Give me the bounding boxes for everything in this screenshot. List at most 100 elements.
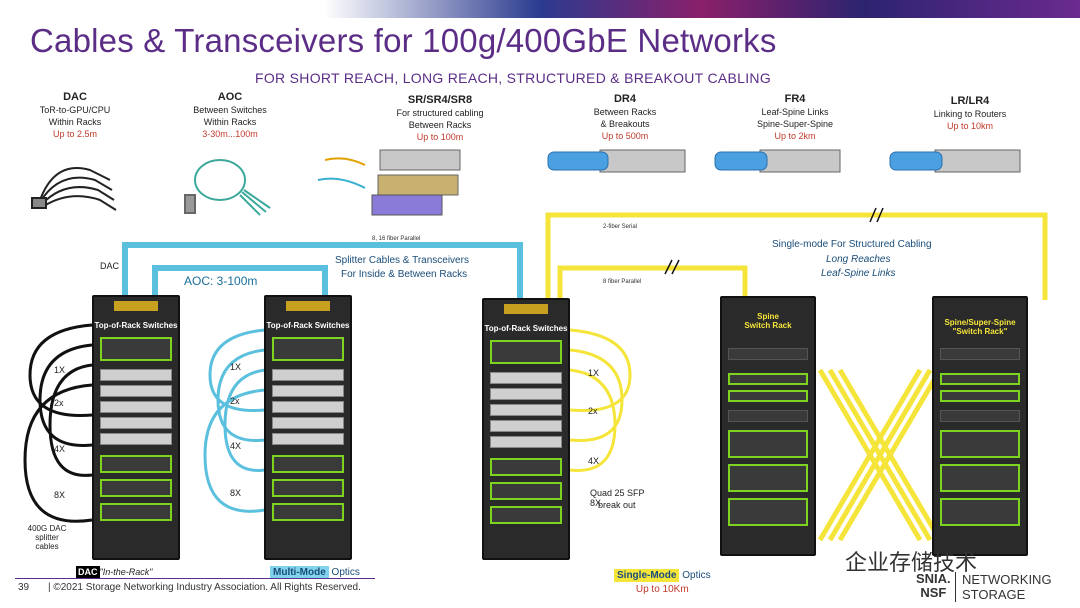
mm-badge-text: Optics [328,567,360,578]
multimode-badge: Multi-Mode Optics [270,566,360,579]
cabling-diagram [23,207,1048,542]
column-line: Between Racks [408,120,472,130]
sm-label-2: Long Reaches [826,254,891,265]
sm-label-1: Single-mode For Structured Cabling [772,239,932,250]
mult-aoc-2: 2x [230,396,240,406]
mult-sm-3: 4X [588,456,600,466]
column-reach: Up to 10km [946,121,994,131]
dac-splitter-label: 400G DAC splitter cables [27,524,67,551]
aoc-cable-image [184,159,271,216]
mult-left-1: 1X [54,365,66,375]
column-line: Between Switches [193,105,267,115]
dac-cable-image [31,167,117,211]
column-line: Leaf-Spine Links [761,107,829,117]
rack-title: Spine/Super-Spine "Switch Rack" [944,318,1016,336]
aoc-loops [203,328,266,513]
storage-text: STORAGE [962,587,1026,602]
rack-spine: Spine Switch Rack [720,296,816,556]
column-line: & Breakouts [600,119,650,129]
rack-tor-3: Top-of-Rack Switches [482,298,570,560]
column-line: Within Racks [203,117,257,127]
mult-aoc-1: 1X [230,362,242,372]
column-lr: LR/LR4 Linking to Routers Up to 10km [915,94,1025,132]
column-reach: Up to 100m [416,132,464,142]
column-head: DR4 [613,93,636,105]
dac-badge-text: "In-the-Rack" [99,567,153,577]
column-line: For structured cabling [396,108,484,118]
column-dr4: DR4 Between Racks & Breakouts Up to 500m [575,92,675,142]
spine-crossover [817,368,943,542]
page-number: 39 [18,582,30,593]
aoc-link-top [122,242,523,300]
rack-tor-2: Top-of-Rack Switches [264,295,352,560]
networking-text: NETWORKING [962,572,1052,587]
column-head: SR/SR4/SR8 [407,94,473,106]
rack-title: Top-of-Rack Switches [94,321,178,330]
dac-badge-label: DAC [76,566,100,578]
sm-link-mid [557,265,748,300]
mult-sm-1: 1X [588,368,600,378]
lr4-transceiver-image [889,149,1021,173]
mm-badge-label: Multi-Mode [270,566,329,579]
column-dac: DAC ToR-to-GPU/CPU Within Racks Up to 2.… [25,90,125,140]
product-images [31,149,1021,216]
column-line: ToR-to-GPU/CPU [39,105,111,115]
mult-left-4: 8X [54,490,66,500]
fiber-16-label: 8, 16 fiber Parallel [372,236,421,242]
rack-title: Top-of-Rack Switches [266,321,350,330]
mult-aoc-4: 8X [230,488,242,498]
sm-reach: Up to 10Km [635,584,689,595]
column-head: LR/LR4 [950,95,990,107]
sm-label-3: Leaf-Spine Links [821,268,896,279]
mult-left-2: 2x [54,398,64,408]
snia-logo: SNIA. NSF [916,572,951,600]
column-line: Spine-Super-Spine [756,119,834,129]
sm-badge-text: Optics [679,570,711,581]
nsf-text: NSF [920,585,947,600]
top-banner [0,0,1080,18]
snia-text: SNIA. [916,571,951,586]
mult-sm-2: 2x [588,406,598,416]
fiber-8-label: 8 fiber Parallel [603,279,642,285]
column-line: Linking to Routers [933,109,1007,119]
column-aoc: AOC Between Switches Within Racks 3-30m.… [180,90,280,140]
copyright: | ©2021 Storage Networking Industry Asso… [48,582,361,593]
rack-title: Top-of-Rack Switches [484,324,568,333]
sr-transceiver-image [317,149,461,216]
column-sr: SR/SR4/SR8 For structured cabling Betwee… [370,93,510,143]
splitter-label-2: For Inside & Between Racks [341,269,468,280]
column-line: Between Racks [593,107,657,117]
slide-subtitle: FOR SHORT REACH, LONG REACH, STRUCTURED … [255,70,772,86]
column-line: Within Racks [48,117,102,127]
aoc-link-inner [152,265,328,300]
rack-super-spine: Spine/Super-Spine "Switch Rack" [932,296,1028,556]
column-head: DAC [63,91,87,103]
column-head: FR4 [784,93,806,105]
dac-label: DAC [100,261,120,271]
fiber-2-label: 2-fiber Serial [603,224,638,230]
column-reach: Up to 500m [601,131,649,141]
sm-loops [569,328,632,472]
breakout-label: break out [598,500,636,510]
rack-title: Spine Switch Rack [744,312,792,330]
dr4-transceiver-image [547,149,686,173]
column-reach: Up to 2.5m [52,129,98,139]
column-reach: 3-30m...100m [202,129,258,139]
rack-tor-1: Top-of-Rack Switches [92,295,180,560]
column-fr4: FR4 Leaf-Spine Links Spine-Super-Spine U… [740,92,850,142]
mult-aoc-3: 4X [230,441,242,451]
dac-badge: DAC"In-the-Rack" [76,566,153,578]
wechat-watermark: 企业存储技术 [845,551,978,576]
footer-line [15,578,375,579]
fr4-transceiver-image [714,149,841,173]
mult-sm-4: 8X [590,498,602,508]
singlemode-badge: Single-Mode Optics Up to 10Km [614,569,711,595]
logo-divider [955,572,956,602]
networking-storage-logo: NETWORKING STORAGE [962,572,1052,602]
sm-link-top [545,212,1048,300]
column-head: AOC [217,91,243,103]
dac-loops [23,323,93,523]
aoc-range-label: AOC: 3-100m [184,274,258,288]
column-reach: Up to 2km [774,131,816,141]
slide-title: Cables & Transceivers for 100g/400GbE Ne… [30,22,777,59]
